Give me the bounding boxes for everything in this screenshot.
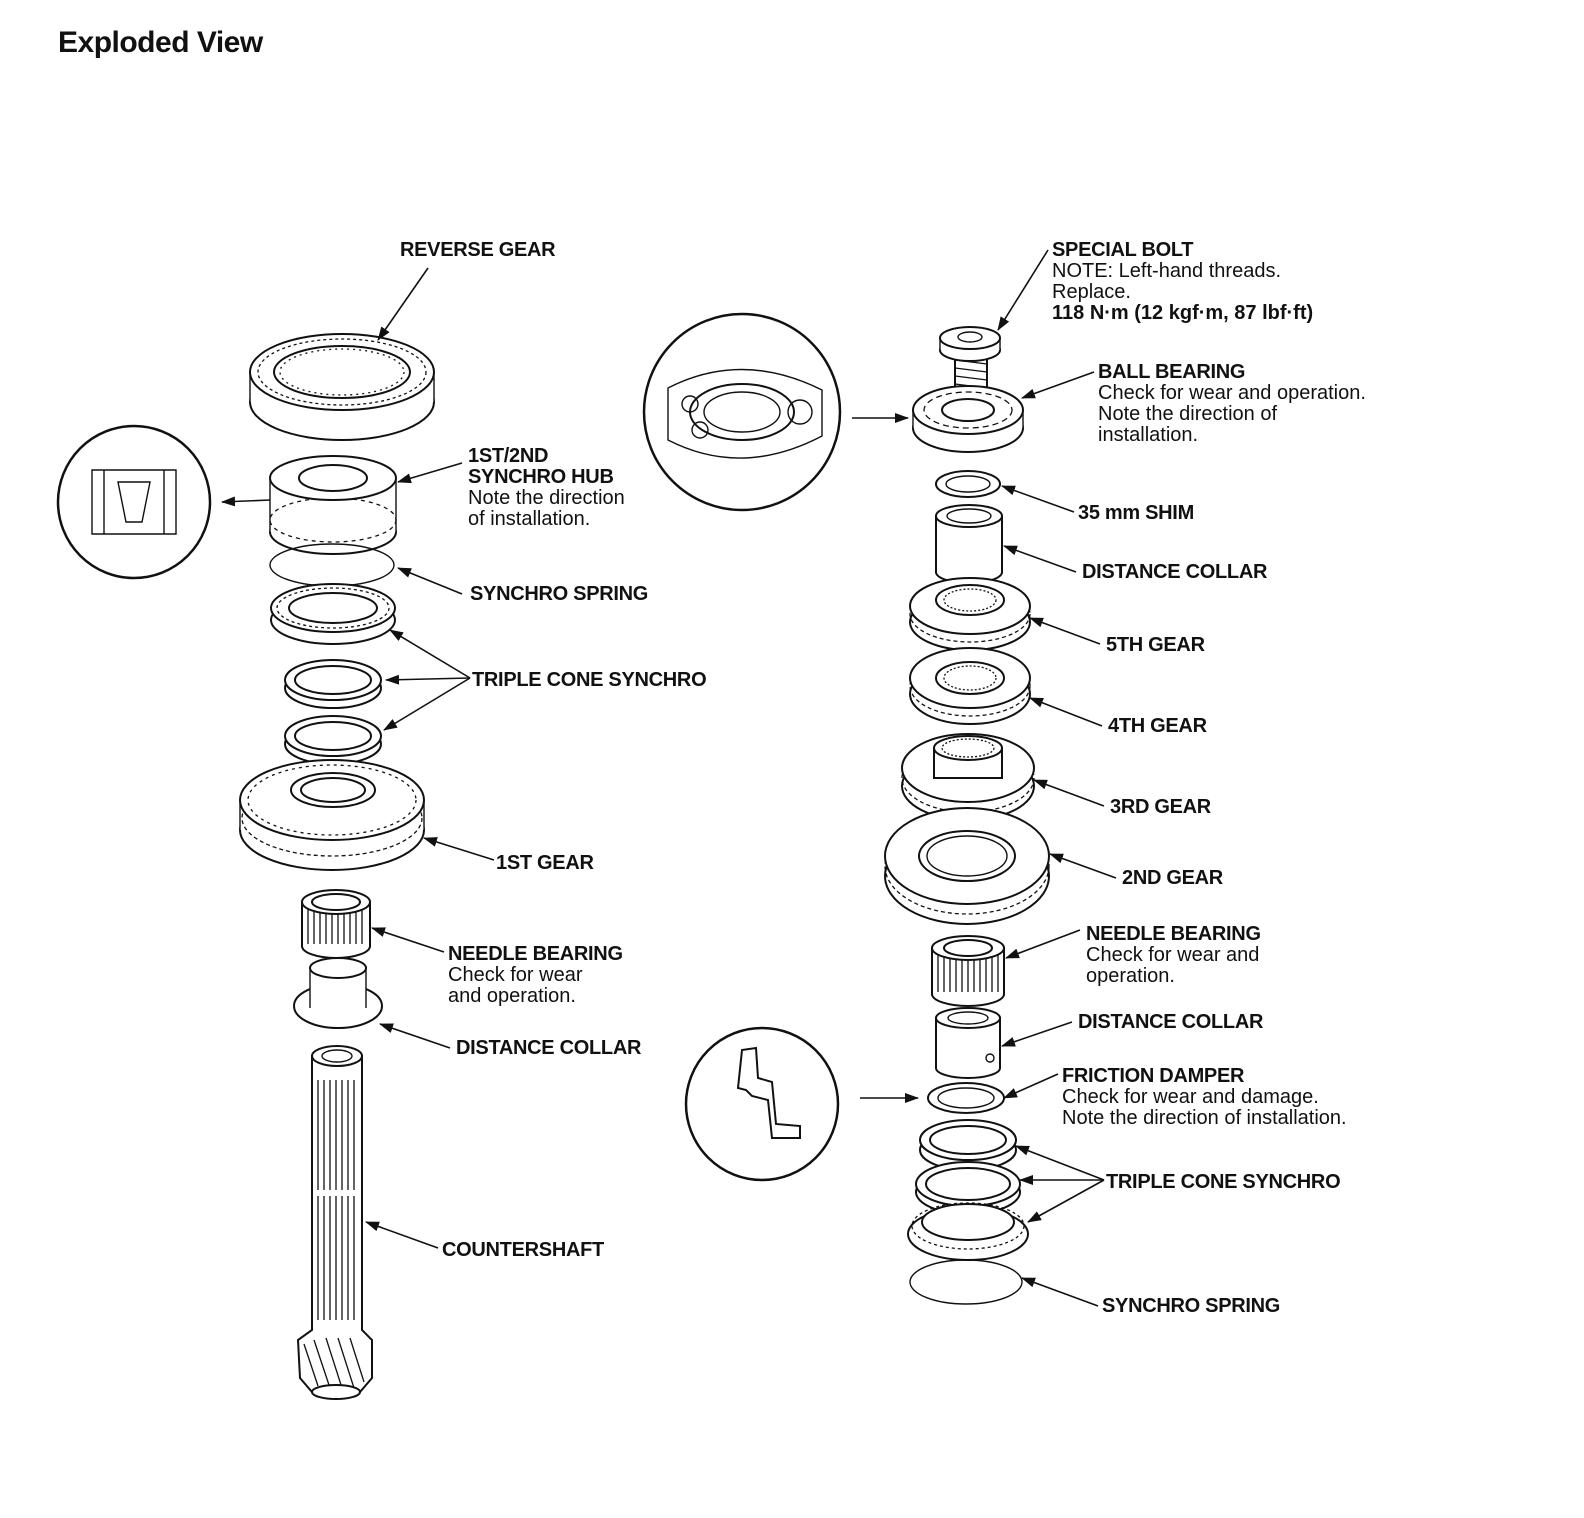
second-gear-part bbox=[884, 807, 1050, 925]
left-shaft-stack bbox=[56, 333, 435, 1400]
triple-cone-synchro-part bbox=[270, 583, 396, 765]
callout-synchro-spring: SYNCHRO SPRING bbox=[470, 584, 648, 605]
callout-fourth-gear: 4TH GEAR bbox=[1108, 716, 1207, 737]
needle-bearing-note-line1: Check for wear bbox=[448, 964, 583, 986]
needle-bearing-label: NEEDLE BEARING bbox=[448, 943, 623, 965]
special-bolt-note-line2: Replace. bbox=[1052, 281, 1131, 303]
callout-third-gear: 3RD GEAR bbox=[1110, 797, 1211, 818]
distance-collar-part bbox=[293, 957, 383, 1029]
shim-part bbox=[935, 470, 1001, 498]
callout-countershaft: COUNTERSHAFT bbox=[442, 1240, 604, 1261]
callout-special-bolt: SPECIAL BOLT NOTE: Left-hand threads. Re… bbox=[1052, 240, 1313, 324]
second-gear-label: 2ND GEAR bbox=[1122, 867, 1223, 889]
third-gear-part bbox=[901, 733, 1035, 821]
callout-fifth-gear: 5TH GEAR bbox=[1106, 635, 1205, 656]
needle-bearing-part bbox=[301, 889, 371, 959]
callout-distance-collar-bottom: DISTANCE COLLAR bbox=[1078, 1012, 1263, 1033]
ball-bearing-part bbox=[912, 385, 1024, 453]
special-bolt-label: SPECIAL BOLT bbox=[1052, 239, 1194, 261]
distance-collar-bottom-part bbox=[935, 1007, 1001, 1079]
distance-collar-bottom-label: DISTANCE COLLAR bbox=[1078, 1011, 1264, 1033]
fifth-gear-part bbox=[909, 577, 1031, 651]
synchro-hub-detail bbox=[56, 424, 271, 580]
ball-bearing-note-line2: Note the direction of bbox=[1098, 403, 1277, 425]
synchro-spring-label: SYNCHRO SPRING bbox=[470, 583, 649, 605]
synchro-spring-right-label: SYNCHRO SPRING bbox=[1102, 1295, 1281, 1317]
distance-collar-top-label: DISTANCE COLLAR bbox=[1082, 561, 1268, 583]
ball-bearing-note-line1: Check for wear and operation. bbox=[1098, 382, 1366, 404]
first-gear-label: 1ST GEAR bbox=[496, 852, 594, 874]
synchro-hub-note-line1: Note the direction bbox=[468, 487, 625, 509]
callout-triple-cone-synchro-right: TRIPLE CONE SYNCHRO bbox=[1106, 1171, 1341, 1193]
third-gear-label: 3RD GEAR bbox=[1110, 796, 1211, 818]
callout-needle-bearing: NEEDLE BEARING Check for wear and operat… bbox=[448, 944, 623, 1007]
first-gear-part bbox=[239, 759, 425, 871]
synchro-hub-label-line1: 1ST/2ND bbox=[468, 445, 549, 467]
callout-first-gear: 1ST GEAR bbox=[496, 853, 594, 874]
triple-cone-synchro-right-part bbox=[907, 1119, 1029, 1261]
ball-bearing-label: BALL BEARING bbox=[1098, 361, 1246, 383]
ball-bearing-detail bbox=[642, 312, 909, 512]
synchro-hub-note-line2: of installation. bbox=[468, 508, 591, 530]
callout-shim: 35 mm SHIM bbox=[1078, 503, 1194, 524]
fifth-gear-label: 5TH GEAR bbox=[1106, 634, 1205, 656]
callout-needle-bearing-right: NEEDLE BEARING Check for wear and operat… bbox=[1086, 924, 1261, 987]
callout-triple-cone-synchro: TRIPLE CONE SYNCHRO bbox=[472, 669, 707, 691]
synchro-spring-right-part bbox=[909, 1259, 1023, 1305]
needle-bearing-right-note-line2: operation. bbox=[1086, 965, 1175, 987]
callout-synchro-spring-right: SYNCHRO SPRING bbox=[1102, 1296, 1280, 1317]
distance-collar-label: DISTANCE COLLAR bbox=[456, 1037, 642, 1059]
friction-damper-label: FRICTION DAMPER bbox=[1062, 1065, 1245, 1087]
synchro-hub-label-line2: SYNCHRO HUB bbox=[468, 466, 614, 488]
callout-second-gear: 2ND GEAR bbox=[1122, 868, 1223, 889]
needle-bearing-right-label: NEEDLE BEARING bbox=[1086, 923, 1261, 945]
reverse-gear-part bbox=[249, 333, 435, 441]
special-bolt-note-line1: NOTE: Left-hand threads. bbox=[1052, 260, 1282, 282]
callout-friction-damper: FRICTION DAMPER Check for wear and damag… bbox=[1062, 1066, 1347, 1129]
needle-bearing-right-part bbox=[931, 935, 1005, 1007]
leader-lines bbox=[365, 249, 1117, 1307]
special-bolt-part bbox=[939, 326, 1001, 391]
callout-ball-bearing: BALL BEARING Check for wear and operatio… bbox=[1098, 362, 1366, 446]
countershaft-label: COUNTERSHAFT bbox=[442, 1239, 604, 1261]
friction-damper-part bbox=[927, 1082, 1005, 1114]
reverse-gear-label: REVERSE GEAR bbox=[400, 239, 556, 261]
callout-synchro-hub: 1ST/2ND SYNCHRO HUB Note the direction o… bbox=[468, 446, 625, 530]
distance-collar-top-part bbox=[935, 504, 1003, 584]
fourth-gear-part bbox=[909, 647, 1031, 725]
shim-label: 35 mm SHIM bbox=[1078, 502, 1194, 524]
callout-distance-collar-top: DISTANCE COLLAR bbox=[1082, 562, 1267, 583]
ball-bearing-note-line3: installation. bbox=[1098, 424, 1199, 446]
callout-reverse-gear: REVERSE GEAR bbox=[400, 239, 556, 261]
needle-bearing-right-note-line1: Check for wear and bbox=[1086, 944, 1260, 966]
friction-damper-note-line1: Check for wear and damage. bbox=[1062, 1086, 1319, 1108]
countershaft-part bbox=[296, 1045, 373, 1400]
page-title: Exploded View bbox=[58, 26, 263, 59]
friction-damper-detail bbox=[684, 1026, 919, 1182]
friction-damper-note-line2: Note the direction of installation. bbox=[1062, 1107, 1347, 1129]
triple-cone-synchro-right-label: TRIPLE CONE SYNCHRO bbox=[1106, 1171, 1341, 1193]
right-shaft-stack bbox=[642, 312, 1050, 1305]
special-bolt-torque: 118 N·m (12 kgf·m, 87 lbf·ft) bbox=[1052, 302, 1314, 324]
fourth-gear-label: 4TH GEAR bbox=[1108, 715, 1207, 737]
needle-bearing-note-line2: and operation. bbox=[448, 985, 576, 1007]
triple-cone-synchro-label: TRIPLE CONE SYNCHRO bbox=[472, 669, 707, 691]
synchro-hub-part bbox=[269, 455, 397, 555]
callout-distance-collar: DISTANCE COLLAR bbox=[456, 1038, 641, 1059]
